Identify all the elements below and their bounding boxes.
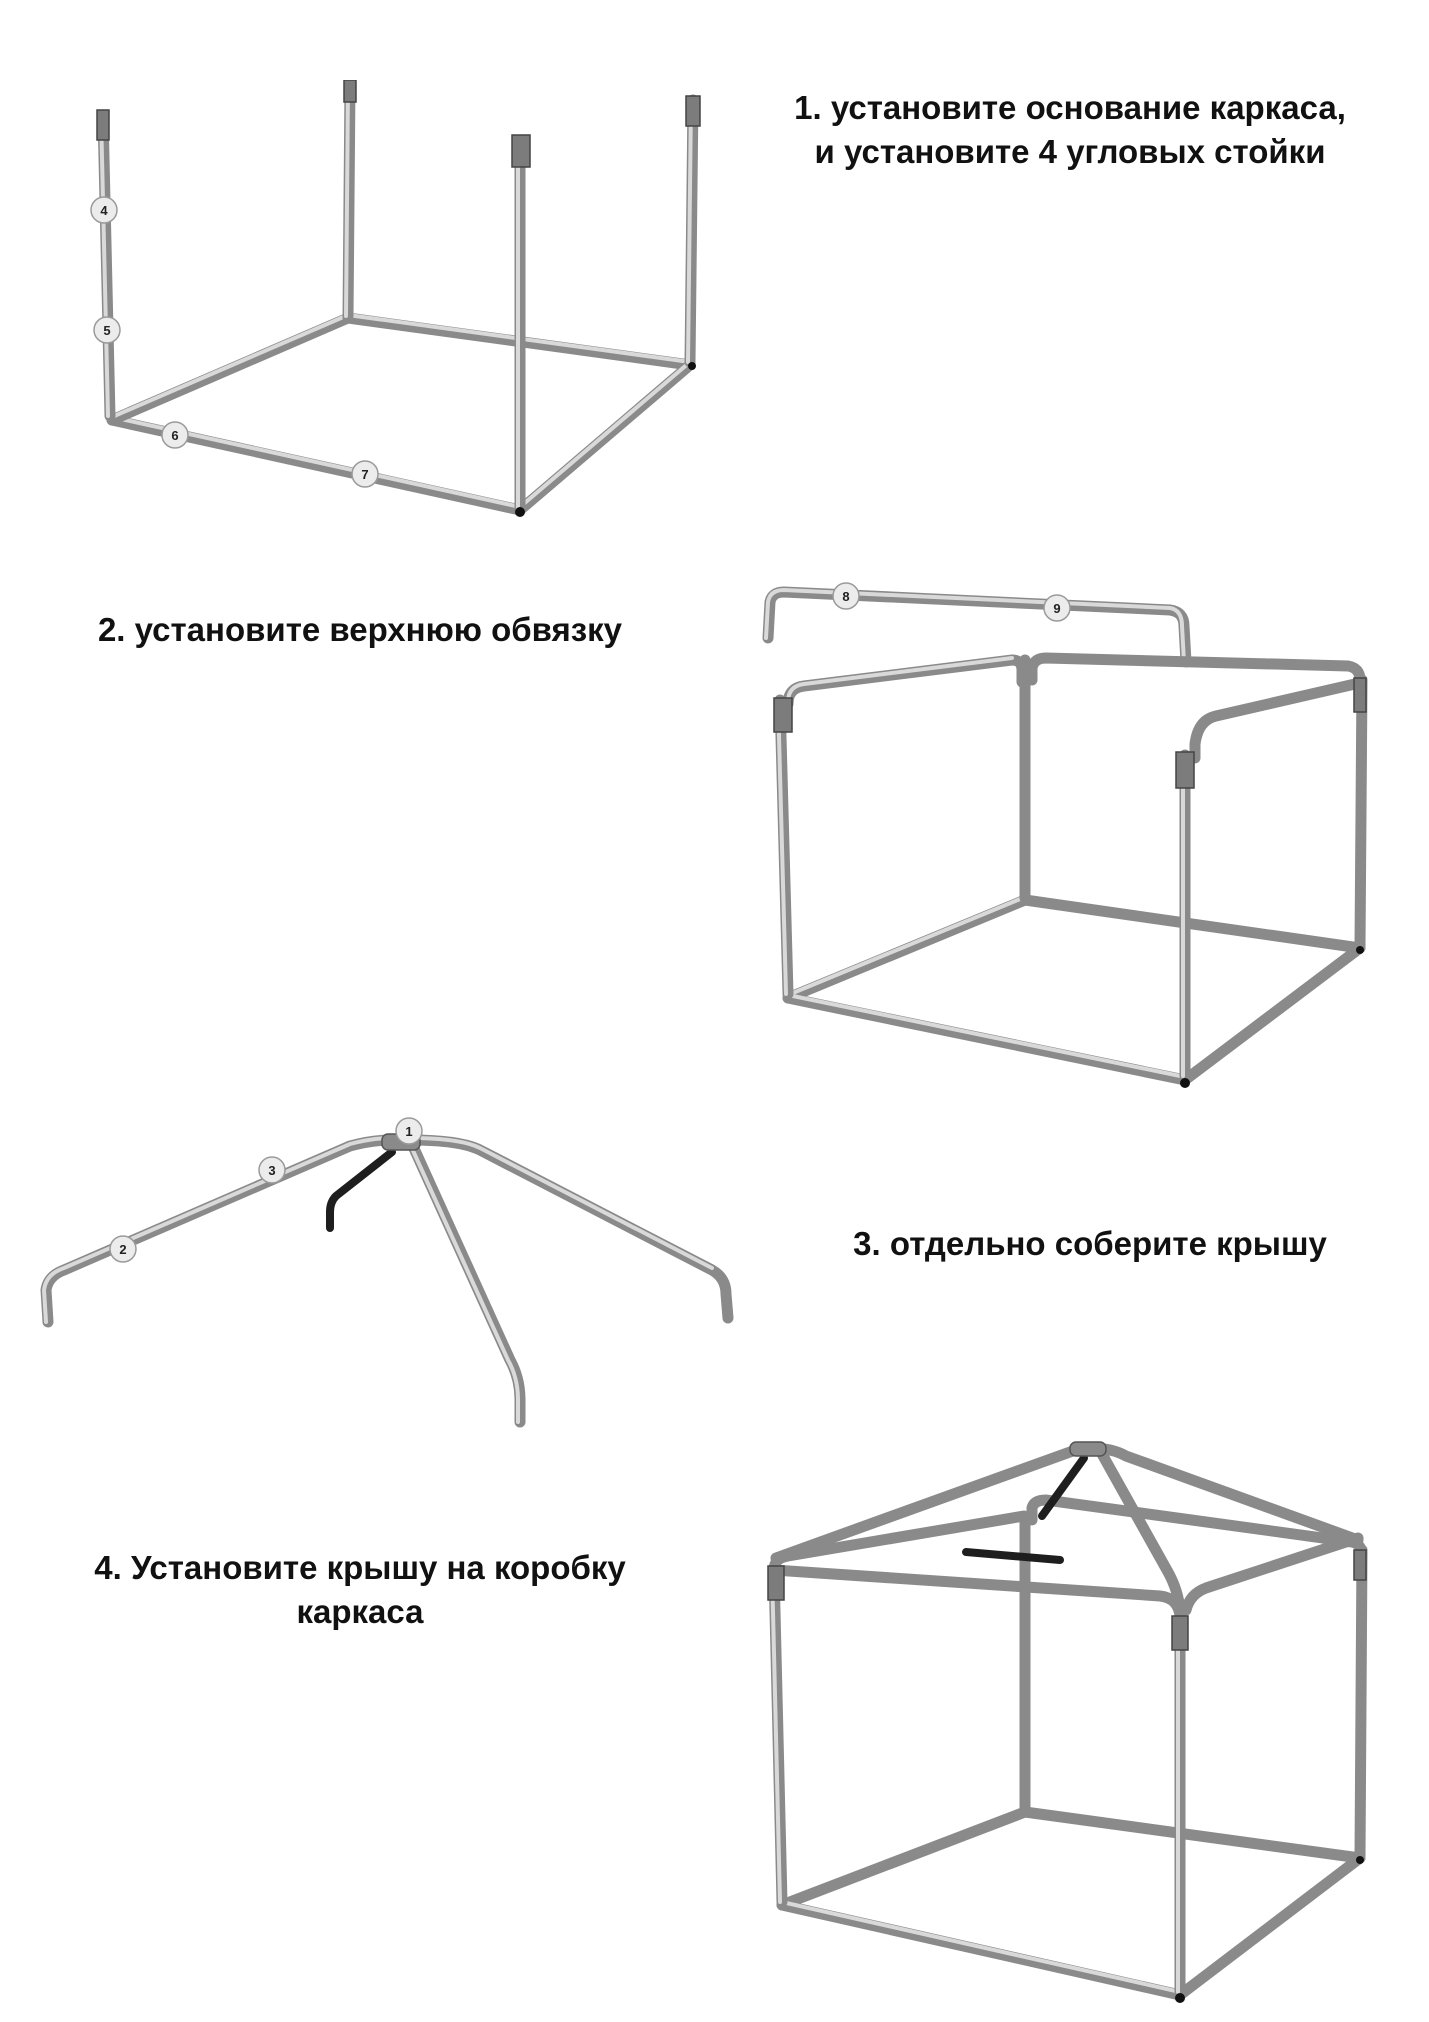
svg-text:2: 2 bbox=[119, 1242, 126, 1257]
part-label-5: 5 bbox=[93, 316, 121, 344]
post-cap bbox=[685, 95, 701, 127]
top-ring-pipe-loose bbox=[762, 586, 1192, 668]
base-right-pipe bbox=[1174, 1852, 1366, 2001]
base-left-pipe bbox=[776, 1806, 1031, 1911]
step-4-instruction: 4. Установите крышу на коробку каркаса bbox=[40, 1546, 680, 1634]
step-3-instruction: 3. отдельно соберите крышу bbox=[780, 1222, 1400, 1266]
part-label-8: 8 bbox=[832, 582, 860, 610]
post-cap bbox=[1353, 1549, 1367, 1581]
step-1-instruction: 1. установите основание каркаса, и устан… bbox=[740, 86, 1400, 174]
step-4-line-1: 4. Установите крышу на коробку bbox=[94, 1549, 626, 1586]
part-label-2: 2 bbox=[109, 1235, 137, 1263]
top-front-bar-joint bbox=[962, 1548, 1064, 1564]
svg-text:7: 7 bbox=[361, 467, 368, 482]
post-cap bbox=[1175, 751, 1195, 789]
top-right-bar bbox=[1189, 678, 1361, 764]
step-3-line-1: 3. отдельно соберите крышу bbox=[853, 1225, 1327, 1262]
post-cap bbox=[343, 80, 357, 103]
back-right-post bbox=[1354, 1544, 1368, 1862]
roof-back-rafter bbox=[326, 1148, 396, 1232]
svg-text:1: 1 bbox=[405, 1124, 412, 1139]
roof-left-rafter bbox=[40, 1134, 416, 1328]
base-back-pipe bbox=[1019, 894, 1366, 954]
top-back-bar bbox=[1026, 652, 1366, 686]
foot bbox=[1175, 1993, 1185, 2003]
post-cap bbox=[1353, 677, 1367, 713]
post-cap bbox=[511, 134, 531, 168]
foot bbox=[515, 507, 525, 517]
roof-back-rafter bbox=[1038, 1454, 1088, 1520]
base-right-pipe bbox=[514, 359, 696, 516]
base-left-pipe bbox=[106, 312, 354, 426]
post-cap bbox=[773, 697, 793, 733]
foot bbox=[688, 362, 696, 370]
svg-text:8: 8 bbox=[842, 589, 849, 604]
part-label-1: 1 bbox=[395, 1117, 423, 1145]
top-right-bar bbox=[1180, 1532, 1364, 1616]
step-2-line-1: 2. установите верхнюю обвязку bbox=[97, 611, 623, 648]
svg-text:9: 9 bbox=[1053, 601, 1060, 616]
base-front-pipe bbox=[782, 992, 1191, 1086]
assembled-frame-illustration bbox=[767, 1441, 1368, 2003]
frame-base-illustration: 4 5 6 7 bbox=[90, 80, 701, 517]
foot bbox=[1180, 1078, 1190, 1088]
post-cap bbox=[1171, 1615, 1189, 1651]
svg-text:3: 3 bbox=[268, 1163, 275, 1178]
base-back-pipe bbox=[1019, 1806, 1366, 1864]
roof-hub bbox=[1069, 1441, 1107, 1457]
step-2-instruction: 2. установите верхнюю обвязку bbox=[40, 608, 680, 652]
step-4-line-2: каркаса bbox=[296, 1593, 424, 1630]
roof-right-rafter bbox=[404, 1134, 734, 1324]
part-label-4: 4 bbox=[90, 196, 118, 224]
top-ring-illustration: 8 9 bbox=[762, 582, 1368, 1088]
foot bbox=[1356, 1856, 1364, 1864]
svg-text:6: 6 bbox=[171, 428, 178, 443]
roof-front-rafter bbox=[1096, 1448, 1186, 1616]
svg-text:4: 4 bbox=[100, 203, 108, 218]
svg-text:5: 5 bbox=[103, 323, 110, 338]
part-label-6: 6 bbox=[161, 421, 189, 449]
step-1-line-2: и установите 4 угловых стойки bbox=[814, 133, 1326, 170]
back-right-post bbox=[1354, 674, 1368, 952]
step-1-line-1: 1. установите основание каркаса, bbox=[794, 89, 1346, 126]
base-front-pipe bbox=[776, 1899, 1186, 2001]
roof-illustration: 1 3 2 bbox=[40, 1117, 734, 1428]
foot bbox=[1356, 946, 1364, 954]
part-label-3: 3 bbox=[258, 1156, 286, 1184]
base-right-pipe bbox=[1179, 942, 1366, 1086]
top-front-bar bbox=[768, 1564, 1186, 1622]
post-cap bbox=[96, 109, 110, 141]
post-cap bbox=[767, 1565, 785, 1601]
part-label-9: 9 bbox=[1043, 594, 1071, 622]
base-left-pipe bbox=[782, 894, 1031, 1004]
top-back-bar bbox=[1026, 1494, 1368, 1562]
part-label-7: 7 bbox=[351, 460, 379, 488]
